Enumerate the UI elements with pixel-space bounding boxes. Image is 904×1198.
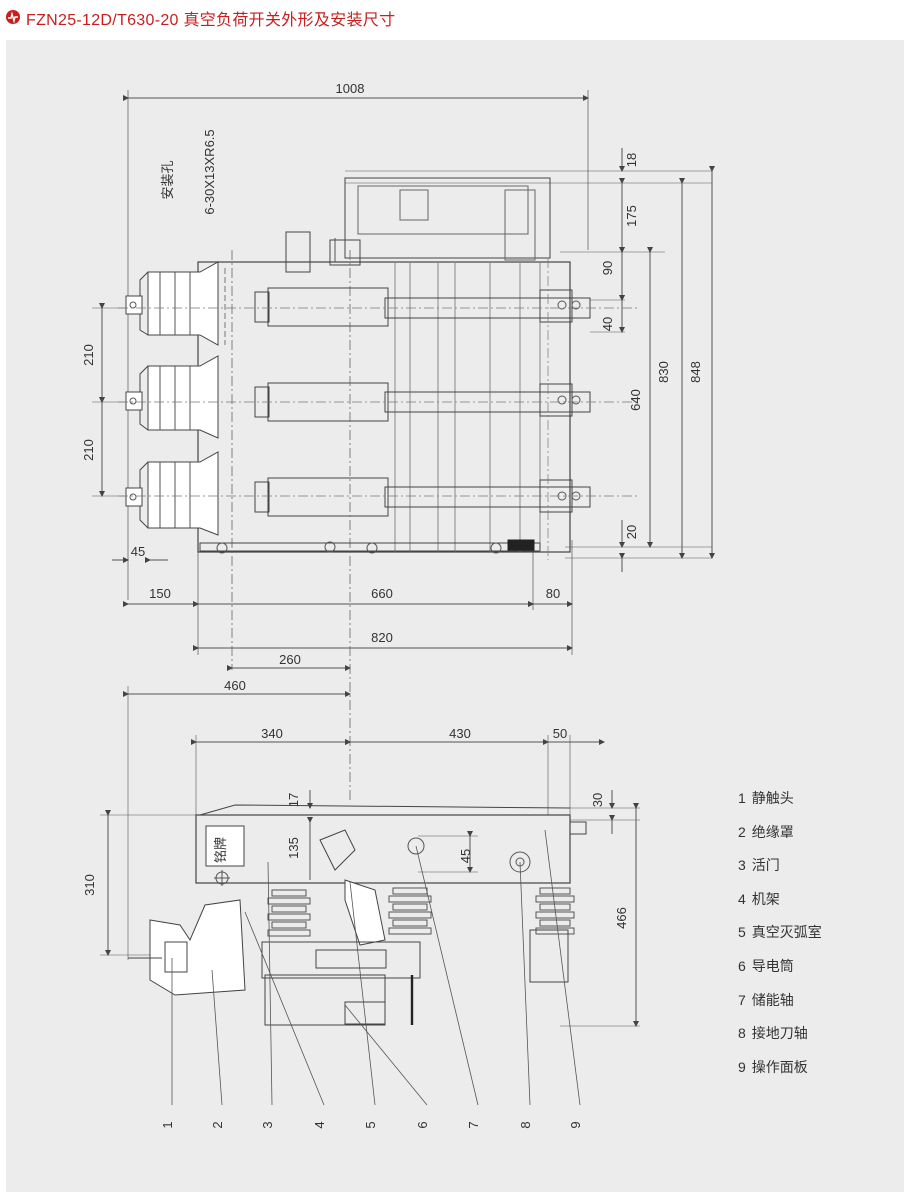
top-view [92,90,715,800]
callout-4: 4 [312,1121,327,1128]
dim-460: 460 [224,678,246,693]
dim-820: 820 [371,630,393,645]
dim-640: 640 [628,389,643,411]
dim-40: 40 [600,317,615,331]
dim-80: 80 [546,586,560,601]
mount-hole-spec: 6-30X13XR6.5 [202,129,217,214]
callout-9: 9 [568,1121,583,1128]
dim-848: 848 [688,361,703,383]
callout-3: 3 [260,1121,275,1128]
insulator-middle [388,887,432,935]
phase-a [125,261,591,346]
callout-2: 2 [210,1121,225,1128]
mount-hole-label: 安装孔 [160,160,175,199]
side-view [100,665,640,1106]
dim-830: 830 [656,361,671,383]
phase-c [125,451,591,536]
insulator-left [267,889,311,937]
insulator-right [535,887,575,935]
page-title: FZN25-12D/T630-20 真空负荷开关外形及安装尺寸 [26,12,396,29]
dim-18: 18 [624,153,639,167]
dim-17: 17 [286,793,301,807]
dim-1008: 1008 [336,81,365,96]
drawing-panel [6,40,904,1192]
callout-7: 7 [466,1121,481,1128]
dim-260: 260 [279,652,301,667]
page-header: FZN25-12D/T630-20 真空负荷开关外形及安装尺寸 [0,0,904,40]
callout-1: 1 [160,1121,175,1128]
dim-430: 430 [449,726,471,741]
callout-6: 6 [415,1121,430,1128]
dim-175: 175 [624,205,639,227]
dim-210-upper: 210 [81,344,96,366]
dim-210-lower: 210 [81,439,96,461]
dim-20: 20 [624,525,639,539]
dim-135: 135 [286,837,301,859]
dim-45-top: 45 [131,544,145,559]
dim-30: 30 [590,793,605,807]
dim-660: 660 [371,586,393,601]
brand-logo-icon [6,10,20,24]
top-view-labels: 1008 18 175 90 40 830 848 640 20 210 210… [81,81,703,645]
dim-466: 466 [614,907,629,929]
dim-50: 50 [553,726,567,741]
dim-45-side: 45 [458,849,473,863]
dim-150: 150 [149,586,171,601]
dim-340: 340 [261,726,283,741]
nameplate-label: 铭牌 [213,837,228,863]
callout-5: 5 [363,1121,378,1128]
dim-310: 310 [82,874,97,896]
side-view-labels: 260 460 340 430 50 17 30 135 45 310 466 … [82,652,629,1129]
dim-90: 90 [600,261,615,275]
callout-8: 8 [518,1121,533,1128]
